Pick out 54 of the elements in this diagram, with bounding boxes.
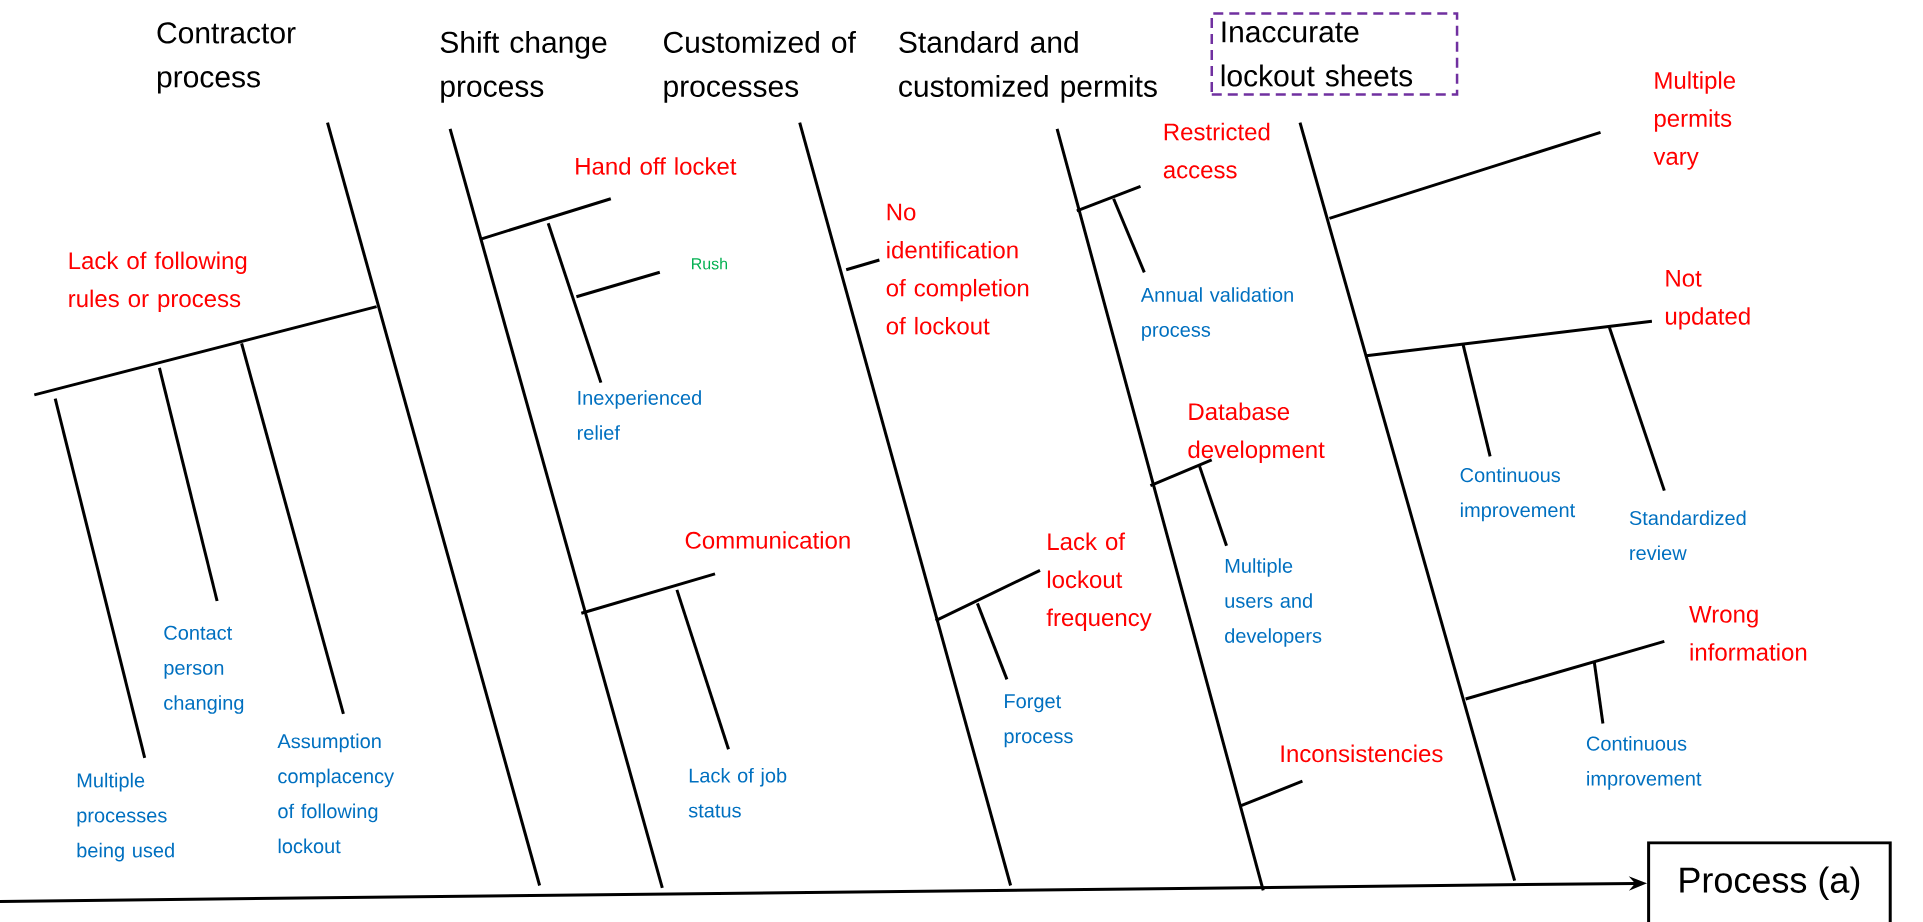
sub-cause-label: Continuous improvement	[1460, 467, 1576, 522]
branch-line	[1465, 639, 1665, 701]
sub-cause-label: Annual validation process	[1140, 287, 1293, 341]
branch-line	[935, 568, 1041, 622]
branch-line	[1366, 319, 1653, 358]
cause-label: Multiple permits vary	[1653, 71, 1736, 170]
cause-label: Wrong information	[1689, 606, 1807, 661]
branch-line	[1607, 325, 1666, 492]
sub-cause-label: Inexperienced relief	[577, 390, 701, 440]
cause-label: Lack of following rules or process	[69, 251, 247, 312]
branch-line	[1076, 185, 1142, 213]
branch-line	[1149, 458, 1213, 488]
branch-line	[580, 572, 716, 615]
branch-line	[976, 602, 1009, 680]
bone-line	[1055, 128, 1265, 891]
cause-label: Communication	[685, 531, 850, 549]
category-label: Shift change process	[440, 30, 607, 103]
cause-label: Inconsistencies	[1281, 744, 1443, 763]
sub-cause-label: Assumption complacency of following lockout	[277, 733, 395, 854]
effect-box: Process (a)	[1647, 841, 1892, 922]
sub-cause-label: Multiple processes being used	[77, 772, 174, 862]
cause-label: Restricted access	[1163, 122, 1270, 179]
cause-label: Database development	[1188, 402, 1325, 463]
sub-cause-label: Lack of job status	[688, 767, 787, 818]
cause-label: Hand off locket	[576, 157, 737, 175]
branch-line	[33, 305, 377, 397]
cause-label: Lack of lockout frequency	[1046, 532, 1152, 631]
branch-line	[1592, 662, 1605, 724]
branch-line	[157, 367, 219, 602]
sub-cause-label: Forget process	[1004, 694, 1073, 748]
sub-cause-label: Continuous improvement	[1586, 736, 1702, 790]
branch-line	[1240, 779, 1303, 808]
branch-line	[546, 222, 603, 384]
sub-cause-label: Multiple users and developers	[1225, 558, 1322, 647]
sub-cause-label: Rush	[692, 257, 727, 270]
bone-line	[1298, 122, 1517, 881]
branch-line	[1328, 130, 1601, 220]
sub-cause-label: Contact person changing	[164, 625, 244, 714]
branch-line	[1461, 344, 1492, 457]
cause-label: No identification of completion of lockout	[886, 203, 1029, 335]
sub-cause-label: Standardized review	[1629, 510, 1746, 561]
branch-line	[1112, 198, 1146, 273]
branch-line	[845, 258, 880, 272]
category-label: Standard and customized permits	[899, 30, 1157, 103]
branch-line	[576, 270, 661, 299]
dashed-box: Inaccurate lockout sheets	[1210, 12, 1459, 96]
branch-line	[480, 197, 612, 241]
bone-line	[326, 122, 542, 886]
bone-line	[448, 128, 664, 889]
category-label: Customized of processes	[664, 30, 856, 103]
branch-line	[53, 398, 147, 759]
bone-line	[798, 122, 1013, 886]
cause-label: Not updated	[1665, 270, 1750, 330]
category-label: Contractor process	[157, 22, 296, 94]
